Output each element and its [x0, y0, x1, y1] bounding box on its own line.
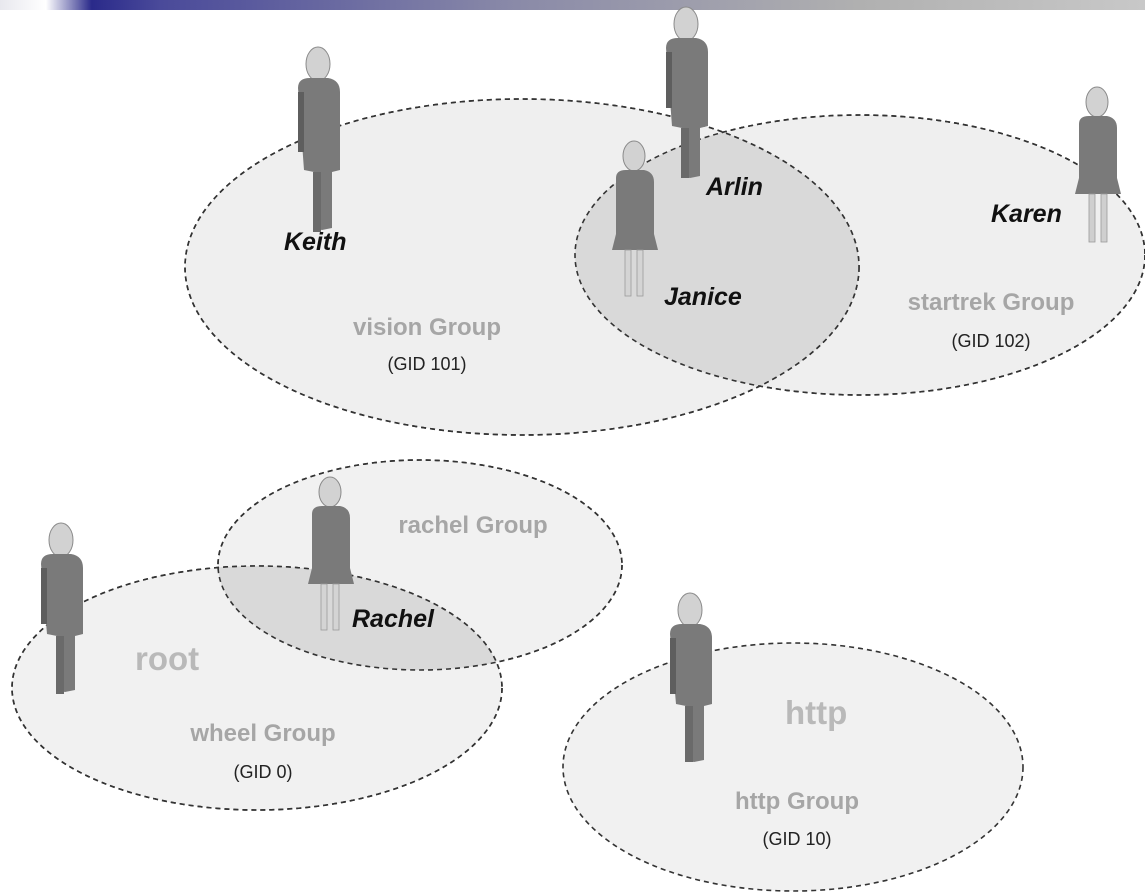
user-label-root: root — [135, 640, 199, 677]
user-label-arlin: Arlin — [705, 173, 763, 201]
person-icon-janice — [612, 140, 658, 297]
user-label-janice: Janice — [664, 283, 742, 311]
user-label-karen: Karen — [991, 200, 1062, 228]
wheel-group-name: wheel Group — [189, 720, 335, 747]
vision-group-name: vision Group — [353, 314, 501, 341]
wheel-group-outline — [11, 565, 503, 811]
person-icon-arlin — [666, 6, 708, 178]
rachel-group-outline — [217, 459, 623, 671]
person-icon-karen — [1075, 86, 1121, 243]
startrek-group-name: startrek Group — [908, 289, 1075, 316]
person-icon-root — [41, 522, 83, 694]
person-icon-http — [670, 592, 712, 762]
wheel-group-gid: (GID 0) — [233, 762, 292, 782]
rachel-wheel-overlap — [218, 566, 502, 670]
startrek-group-outline — [574, 114, 1145, 396]
vision-group-outline — [184, 98, 860, 436]
startrek-group-gid: (GID 102) — [951, 331, 1030, 351]
http-group-ellipse — [562, 642, 1024, 892]
vision-group-gid: (GID 101) — [387, 354, 466, 374]
user-label-keith: Keith — [284, 228, 347, 256]
person-icon-keith — [298, 46, 340, 232]
user-label-http: http — [785, 694, 847, 731]
user-label-rachel: Rachel — [352, 605, 435, 633]
rachel-group-name: rachel Group — [398, 512, 547, 539]
person-icon-rachel — [308, 476, 354, 631]
vision-startrek-overlap — [575, 115, 859, 395]
slide-header-bar — [0, 0, 1145, 10]
http-group-name: http Group — [735, 788, 859, 815]
http-group-gid: (GID 10) — [762, 829, 831, 849]
